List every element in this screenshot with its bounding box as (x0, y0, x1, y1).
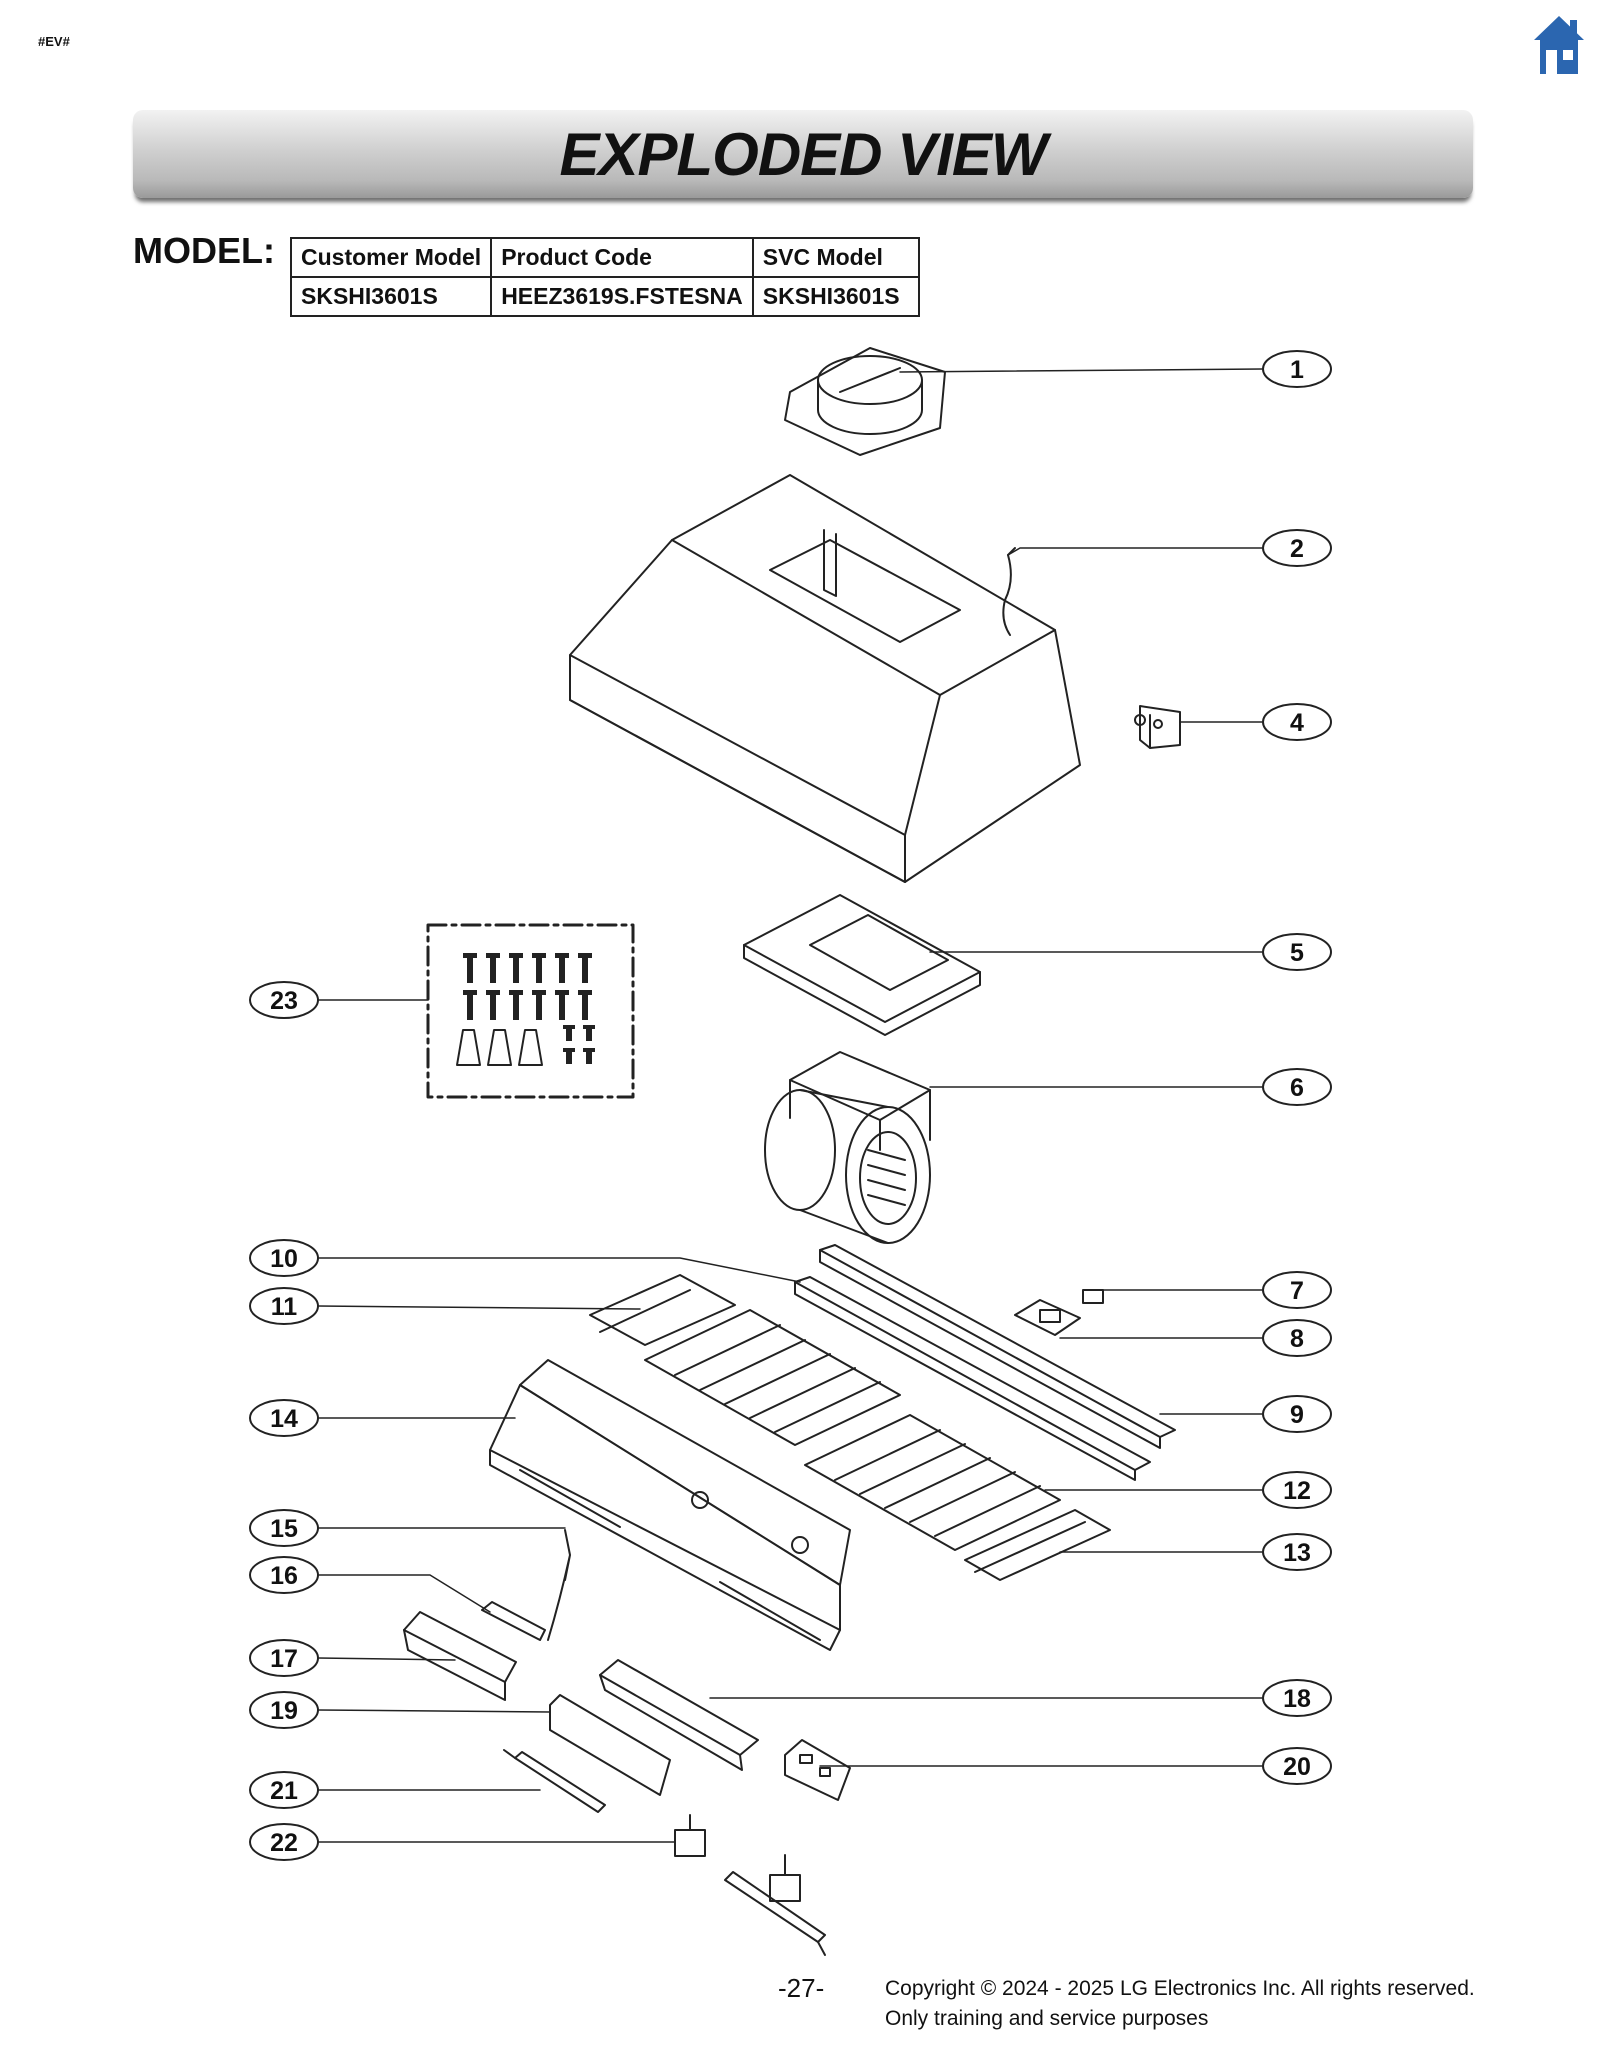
svg-text:2: 2 (1290, 535, 1304, 563)
part-2-hood-body (569, 474, 1081, 883)
part-9-front-rail (819, 1244, 1176, 1449)
title-banner: EXPLODED VIEW (133, 110, 1473, 198)
callout-16: 16 (249, 1556, 319, 1594)
part-21-led-strip (503, 1749, 606, 1813)
callout-13: 13 (1262, 1533, 1332, 1571)
part-5-top-plate (743, 894, 981, 1036)
callout-4: 4 (1262, 703, 1332, 741)
callout-17: 17 (249, 1639, 319, 1677)
part-20-pcb (784, 1739, 851, 1801)
part-15-wire-harness (547, 1529, 571, 1641)
svg-text:21: 21 (270, 1777, 298, 1805)
header-customer-model: Customer Model (289, 237, 493, 278)
part-13-side-bracket (964, 1509, 1111, 1581)
callout-18: 18 (1262, 1679, 1332, 1717)
callout-5: 5 (1262, 933, 1332, 971)
callout-19: 19 (249, 1691, 319, 1729)
svg-text:17: 17 (270, 1645, 298, 1673)
svg-text:1: 1 (1290, 356, 1304, 384)
cell-product-code: HEEZ3619S.FSTESNA (490, 276, 754, 317)
callout-14: 14 (249, 1399, 319, 1437)
leader-lines (317, 368, 1263, 1843)
svg-text:13: 13 (1283, 1539, 1311, 1567)
callout-12: 12 (1262, 1471, 1332, 1509)
svg-text:20: 20 (1283, 1753, 1311, 1781)
callout-23: 23 (249, 981, 319, 1019)
header-product-code: Product Code (490, 237, 754, 278)
copyright-line-1: Copyright © 2024 - 2025 LG Electronics I… (885, 1977, 1475, 2000)
svg-text:11: 11 (271, 1293, 298, 1321)
callout-8: 8 (1262, 1319, 1332, 1357)
svg-text:12: 12 (1283, 1477, 1311, 1505)
document-tag: #EV# (38, 34, 70, 49)
svg-text:10: 10 (270, 1245, 298, 1273)
home-icon[interactable] (1532, 14, 1586, 76)
part-6-blower (764, 1051, 931, 1244)
header-svc-model: SVC Model (751, 237, 920, 278)
part-12-filter-right (804, 1414, 1061, 1551)
part-17-light-holder (403, 1611, 517, 1701)
svg-text:23: 23 (270, 987, 298, 1015)
part-11-side-bracket (589, 1274, 736, 1346)
svg-text:4: 4 (1290, 709, 1304, 737)
callout-15: 15 (249, 1509, 319, 1547)
model-table: Customer Model Product Code SVC Model SK… (289, 237, 920, 317)
part-7-switch-cap (1082, 1289, 1104, 1304)
svg-text:16: 16 (270, 1562, 298, 1590)
cell-svc-model: SKSHI3601S (751, 276, 920, 317)
callout-11: 11 (249, 1287, 319, 1325)
callout-22: 22 (249, 1823, 319, 1861)
callout-9: 9 (1262, 1395, 1332, 1433)
page-title: EXPLODED VIEW (559, 121, 1047, 188)
copyright-notice: Copyright © 2024 - 2025 LG Electronics I… (885, 1974, 1475, 2034)
callout-20: 20 (1262, 1747, 1332, 1785)
model-table-header: Customer Model Product Code SVC Model (289, 237, 920, 278)
svg-text:14: 14 (270, 1405, 298, 1433)
svg-text:6: 6 (1290, 1074, 1304, 1102)
part-10-rear-rail (794, 1276, 1151, 1481)
part-4-junction-bracket (1134, 705, 1181, 749)
svg-text:18: 18 (1283, 1685, 1311, 1713)
part-12-filter-left (644, 1309, 901, 1446)
part-23-screw-kit (426, 923, 635, 1099)
callout-1: 1 (1262, 350, 1332, 388)
callout-7: 7 (1262, 1271, 1332, 1309)
callout-2: 2 (1262, 529, 1332, 567)
model-table-row: SKSHI3601S HEEZ3619S.FSTESNA SKSHI3601S (289, 276, 920, 317)
page-number: -27- (778, 1973, 825, 2003)
part-22-transformer (674, 1814, 826, 1956)
svg-text:7: 7 (1290, 1277, 1304, 1305)
callout-10: 10 (249, 1239, 319, 1277)
svg-text:19: 19 (270, 1697, 298, 1725)
part-19-cover-plate (549, 1694, 671, 1796)
part-18-control-box (599, 1659, 759, 1771)
svg-text:9: 9 (1290, 1401, 1304, 1429)
model-label: MODEL: (133, 230, 275, 271)
copyright-line-2: Only training and service purposes (885, 2007, 1209, 2030)
part-14-control-panel (489, 1359, 851, 1651)
cell-customer-model: SKSHI3601S (289, 276, 493, 317)
svg-text:15: 15 (270, 1515, 298, 1543)
callout-6: 6 (1262, 1068, 1332, 1106)
svg-text:5: 5 (1290, 939, 1304, 967)
part-1-damper (784, 347, 946, 456)
callout-21: 21 (249, 1771, 319, 1809)
part-16-light-bar (481, 1601, 546, 1641)
svg-text:22: 22 (270, 1829, 298, 1857)
svg-text:8: 8 (1290, 1325, 1304, 1353)
part-8-switch-plate (1014, 1299, 1081, 1336)
